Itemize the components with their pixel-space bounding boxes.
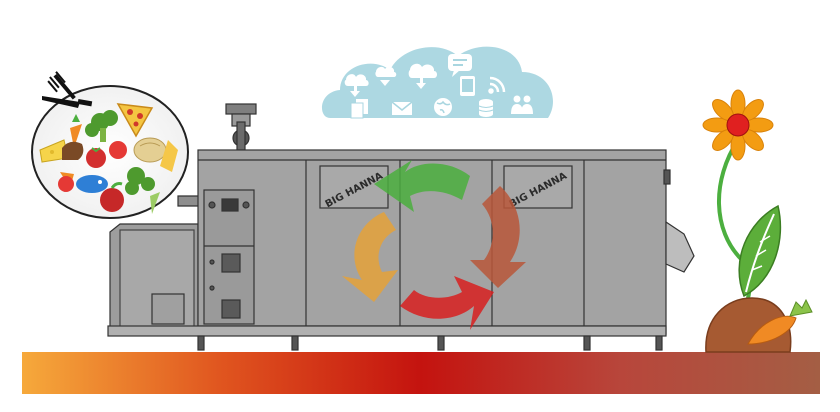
vent-grille	[221, 253, 241, 273]
cloud-download-icon	[344, 74, 369, 97]
leaf-icon	[738, 204, 782, 298]
cloud-download-icon	[408, 63, 437, 89]
cycle-arrow-brown	[470, 186, 526, 288]
fork-icon	[47, 71, 76, 100]
cycle-arrow-red	[400, 276, 494, 330]
hopper-door	[151, 293, 185, 325]
tablet-icon	[460, 76, 475, 96]
bread-icon	[62, 141, 84, 160]
sync-icon	[375, 66, 397, 86]
cloud-services	[321, 46, 553, 119]
broccoli-icon	[85, 110, 118, 142]
apple-icon	[100, 182, 124, 212]
control-button	[208, 201, 216, 209]
tomato-icon	[58, 176, 74, 192]
plant-growth	[702, 89, 813, 353]
cycle-arrow-orange	[342, 212, 398, 302]
people-icon	[511, 95, 533, 114]
cheese-icon	[160, 140, 178, 172]
ground-bar	[22, 352, 820, 394]
motor	[225, 103, 257, 151]
cycle-arrow-green	[374, 160, 470, 212]
control-display	[221, 198, 239, 212]
recycle-cycle	[342, 160, 526, 330]
composting-machine: BIG HANNA BIG HANNA	[107, 103, 695, 351]
tomato-icon	[86, 141, 127, 168]
machine-base	[107, 325, 667, 337]
cloud-shape	[321, 46, 553, 118]
bread-icon	[133, 137, 167, 163]
wifi-icon	[488, 76, 506, 94]
broccoli-icon	[125, 167, 155, 195]
email-icon	[391, 101, 413, 115]
feed-chute	[177, 195, 201, 207]
output-chute	[665, 220, 695, 273]
globe-icon	[434, 98, 452, 116]
database-icon	[478, 99, 494, 117]
flower-icon	[702, 89, 774, 161]
food-waste-plate	[31, 71, 189, 219]
document-icon	[350, 99, 368, 119]
brand-plate-right: BIG HANNA	[503, 165, 573, 210]
chat-icon	[448, 54, 472, 77]
pizza-icon	[116, 103, 154, 138]
knife-icon	[42, 96, 93, 108]
carrot-icon	[747, 298, 813, 345]
vent-grille	[221, 299, 241, 319]
machine-feet	[197, 335, 663, 351]
brand-plate-left: BIG HANNA	[319, 165, 389, 210]
control-button	[242, 201, 250, 209]
